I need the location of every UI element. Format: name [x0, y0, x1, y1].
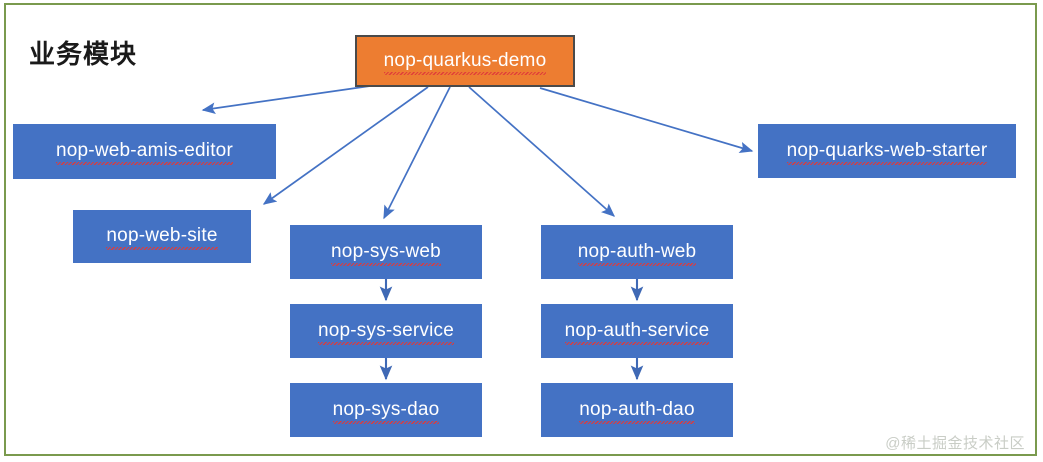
- node-label: nop-quarkus-demo: [383, 49, 547, 75]
- node-nop-sys-web[interactable]: nop-sys-web: [290, 225, 482, 279]
- edge-root-to-amis-editor: [201, 85, 371, 114]
- node-label: nop-web-site: [106, 225, 218, 250]
- watermark: @稀土掘金技术社区: [885, 435, 1025, 452]
- node-label: nop-auth-web: [577, 240, 697, 266]
- node-label: nop-sys-service: [317, 319, 455, 345]
- node-nop-auth-web[interactable]: nop-auth-web: [541, 225, 733, 279]
- edge-root-to-auth-web: [468, 86, 616, 217]
- node-nop-sys-service[interactable]: nop-sys-service: [290, 304, 482, 358]
- node-label: nop-auth-service: [564, 319, 710, 345]
- node-label: nop-sys-web: [331, 240, 441, 266]
- node-nop-sys-dao[interactable]: nop-sys-dao: [290, 383, 482, 437]
- node-nop-quarkus-demo[interactable]: nop-quarkus-demo: [355, 35, 575, 87]
- node-nop-auth-service[interactable]: nop-auth-service: [541, 304, 733, 358]
- page-title: 业务模块: [29, 39, 138, 69]
- node-nop-web-amis-editor[interactable]: nop-web-amis-editor: [13, 124, 276, 179]
- node-label: nop-web-amis-editor: [56, 140, 233, 165]
- edge-root-to-sys-web: [383, 86, 451, 220]
- node-nop-auth-dao[interactable]: nop-auth-dao: [541, 383, 733, 437]
- node-nop-quarks-web-starter[interactable]: nop-quarks-web-starter: [758, 124, 1016, 178]
- node-label: nop-sys-dao: [332, 398, 440, 424]
- node-nop-web-site[interactable]: nop-web-site: [73, 210, 251, 263]
- node-label: nop-quarks-web-starter: [786, 139, 988, 165]
- edge-root-to-web-starter: [539, 87, 754, 154]
- edge-root-to-web-site: [262, 86, 429, 205]
- node-label: nop-auth-dao: [579, 398, 696, 424]
